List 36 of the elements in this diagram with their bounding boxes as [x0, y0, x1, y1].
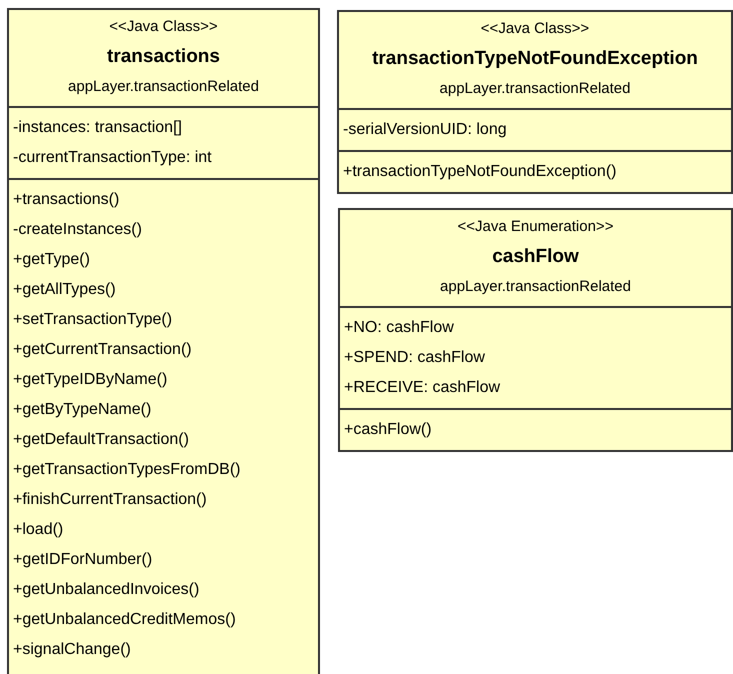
method-text: +getByTypeName() — [13, 400, 152, 420]
attribute-text: +NO: cashFlow — [344, 318, 455, 338]
method-text: +cashFlow() — [344, 420, 433, 440]
attribute-text: -serialVersionUID: long — [343, 120, 508, 140]
class-name: cashFlow — [491, 245, 580, 269]
attribute-text: +SPEND: cashFlow — [344, 348, 486, 368]
method-text: +load() — [13, 520, 64, 540]
package-name: appLayer.transactionRelated — [438, 79, 632, 99]
method-text: +setTransactionType() — [13, 310, 174, 330]
stereotype-label: <<Java Class>> — [480, 19, 590, 39]
method-text: -createInstances() — [13, 220, 143, 240]
class-box — [338, 208, 733, 452]
attribute-text: +RECEIVE: cashFlow — [344, 378, 502, 398]
method-text: +transactionTypeNotFoundException() — [343, 162, 618, 182]
attribute-text: -currentTransactionType: int — [13, 148, 213, 168]
class-name: transactionTypeNotFoundException — [371, 47, 699, 71]
class-box — [7, 8, 320, 674]
class-box — [337, 10, 733, 194]
class-name: transactions — [106, 45, 221, 69]
method-text: +finishCurrentTransaction() — [13, 490, 208, 510]
stereotype-label: <<Java Class>> — [108, 17, 219, 37]
method-text: +getType() — [13, 250, 91, 270]
method-text: +getIDForNumber() — [13, 550, 154, 570]
method-text: +transactions() — [13, 190, 120, 210]
method-text: +getUnbalancedInvoices() — [13, 580, 200, 600]
attribute-text: -instances: transaction[] — [13, 118, 183, 138]
package-name: appLayer.transactionRelated — [439, 277, 632, 297]
method-text: +getTransactionTypesFromDB() — [13, 460, 242, 480]
method-text: +getUnbalancedCreditMemos() — [13, 610, 237, 630]
method-text: +getDefaultTransaction() — [13, 430, 190, 450]
package-name: appLayer.transactionRelated — [67, 77, 260, 97]
method-text: +getAllTypes() — [13, 280, 117, 300]
method-text: +signalChange() — [13, 640, 132, 660]
method-text: +getCurrentTransaction() — [13, 340, 193, 360]
stereotype-label: <<Java Enumeration>> — [456, 217, 614, 237]
method-text: +getTypeIDByName() — [13, 370, 168, 390]
